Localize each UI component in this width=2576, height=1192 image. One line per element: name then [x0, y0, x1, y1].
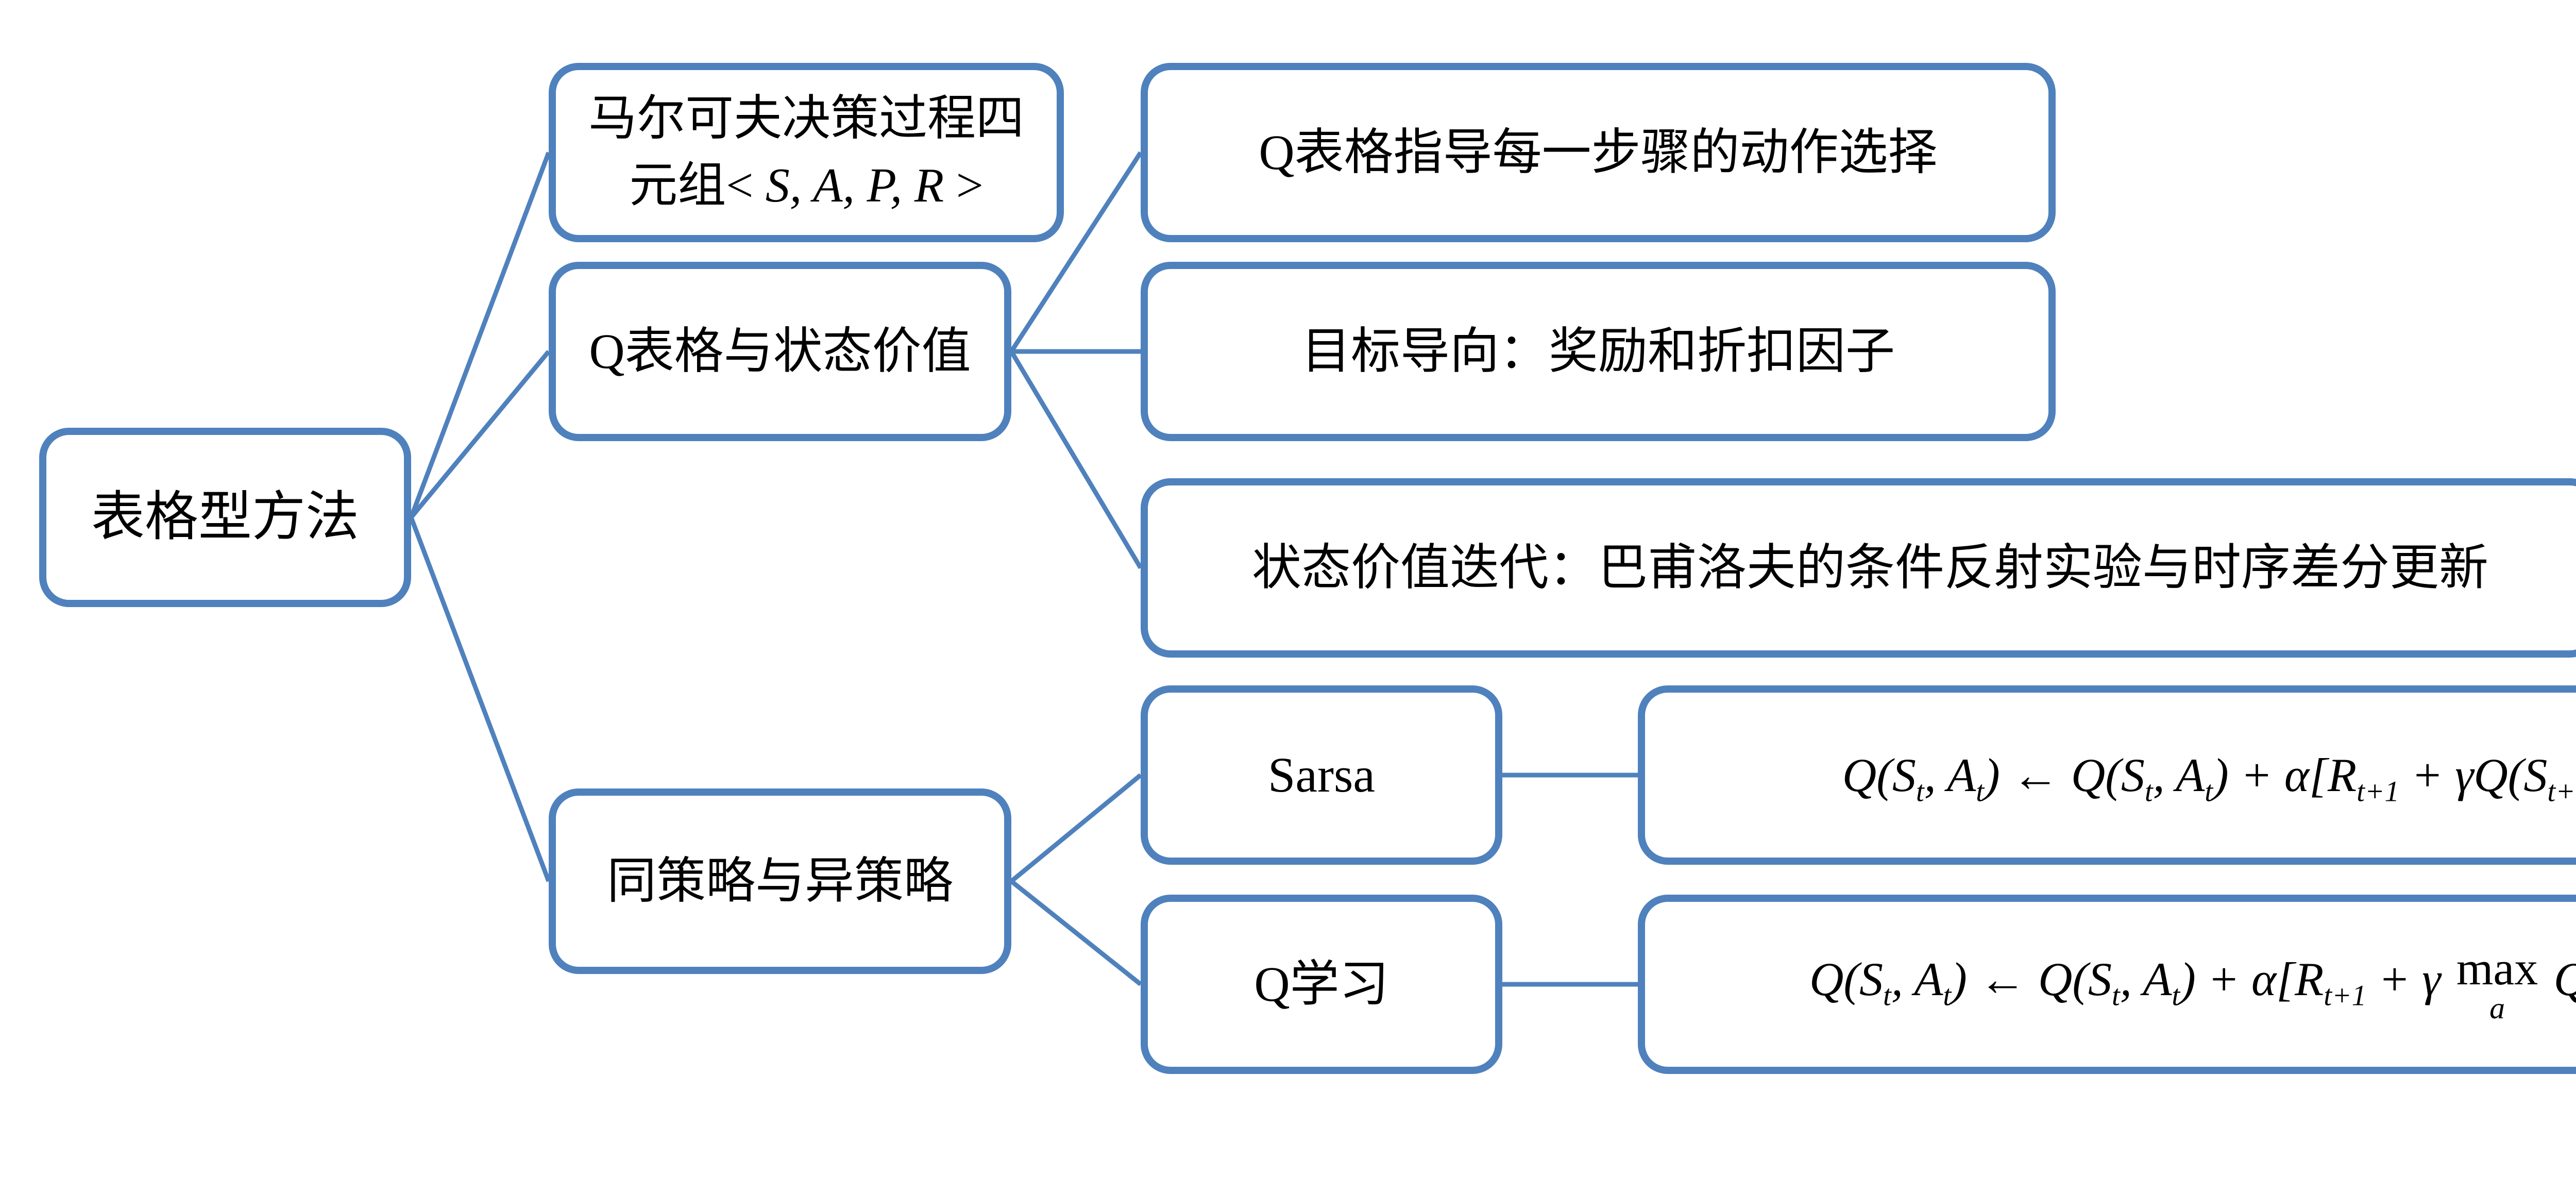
node-value-iteration: 状态价值迭代：巴甫洛夫的条件反射实验与时序差分更新	[1141, 478, 2576, 658]
connector-root-mdp	[409, 152, 551, 518]
sarsa-formula-text: Q(St, At) ← Q(St, At) + α[Rt+1 + γQ(St+1…	[1842, 748, 2576, 808]
node-on-off-policy-label: 同策略与异策略	[607, 853, 953, 909]
node-root: 表格型方法	[39, 428, 411, 607]
node-mdp-tuple-label: 马尔可夫决策过程四元组< S, A, P, R >	[588, 92, 1024, 212]
node-sarsa-label: Sarsa	[1268, 747, 1375, 802]
node-qtable-state-value: Q表格与状态价值	[549, 262, 1011, 441]
connector-policy-qlearning	[1010, 879, 1142, 986]
connector-root-qtable	[409, 350, 551, 519]
node-q-learning: Q学习	[1141, 895, 1502, 1074]
connector-qtable-qtable_c3	[1009, 350, 1143, 569]
connector-root-policy	[409, 516, 551, 882]
node-on-off-policy: 同策略与异策略	[549, 788, 1011, 974]
node-goal-oriented: 目标导向：奖励和折扣因子	[1141, 262, 2056, 441]
node-value-iteration-label: 状态价值迭代：巴甫洛夫的条件反射实验与时序差分更新	[1252, 540, 2488, 595]
node-mdp-tuple: 马尔可夫决策过程四元组< S, A, P, R >	[549, 63, 1064, 242]
node-root-label: 表格型方法	[91, 488, 359, 547]
node-action-selection: Q表格指导每一步骤的动作选择	[1141, 63, 2056, 242]
node-q-learning-label: Q学习	[1254, 956, 1389, 1012]
connector-policy-sarsa	[1010, 773, 1142, 883]
connector-qtable-qtable_c1	[1009, 151, 1143, 353]
node-action-selection-label: Q表格指导每一步骤的动作选择	[1259, 124, 1938, 180]
node-qtable-state-value-label: Q表格与状态价值	[589, 323, 971, 379]
node-sarsa: Sarsa	[1141, 685, 1502, 865]
node-sarsa-formula: Q(St, At) ← Q(St, At) + α[Rt+1 + γQ(St+1…	[1638, 685, 2576, 865]
node-goal-oriented-label: 目标导向：奖励和折扣因子	[1301, 323, 1895, 379]
